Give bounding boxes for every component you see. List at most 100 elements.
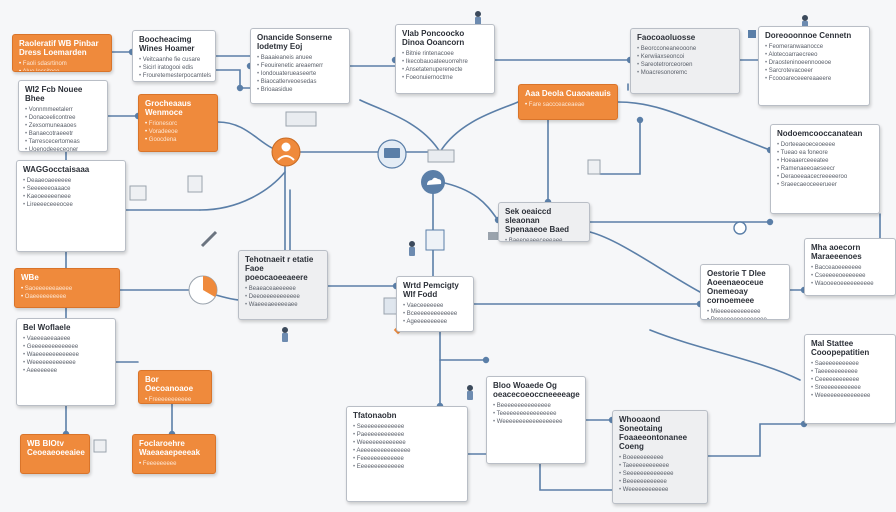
node-bullet-line: Mieeeeeeeeeeeee [707, 308, 783, 316]
node-title: Foclaroehre Waeaeaepeeeak [139, 439, 201, 457]
node-card[interactable]: Raoleratif WB Pinbar Dress LoemardenFaol… [12, 34, 112, 72]
box-icon [93, 439, 107, 453]
node-bullet-line: Brioaasidue [257, 86, 343, 94]
node-bullet-line: Hoeaaerceeeatee [777, 157, 873, 165]
node-card[interactable]: Tehotnaeit r etatie Faoe poeocaoeeaeereB… [238, 250, 328, 320]
node-bullet-line: Beeeeeeeeeeeeeee [493, 402, 579, 410]
node-bullet-line: Ramenaeeoaeseecr [777, 165, 873, 173]
node-card[interactable]: Whooaond Soneotaing Foaaeeontonanee Coen… [612, 410, 708, 504]
connector-line [707, 423, 805, 457]
node-card[interactable]: NodoemcooccanateanDorteeaeoeceoeeeeTueao… [770, 124, 880, 214]
node-bullet-line: Bceeeeeeeeeeeee [403, 310, 467, 318]
node-bullet-line: Vonnmmeetalerr [25, 106, 101, 114]
node-bullet-line: Eeeeeeeeeeeeee [353, 463, 461, 471]
square-marker-icon [748, 30, 756, 38]
square-marker-icon [488, 232, 498, 240]
node-title: Sek oeaiccd sleaonan Spenaaeoe Baed [505, 207, 570, 234]
gauge-icon [733, 221, 747, 235]
node-card[interactable]: Grocheaaus WenmoceFrionesorcVoradeeoeGoo… [138, 94, 218, 152]
person-head-icon [281, 142, 291, 152]
node-card[interactable]: Doreooonnoe CennetnFeomeranwaanocceAlote… [758, 26, 870, 106]
node-bullet-line: Weeeeeeeeeeeee [353, 439, 461, 447]
connector-line [589, 231, 701, 293]
person-figure-icon [282, 327, 288, 333]
node-bullet-line: Iondouaterueaseerte [257, 70, 343, 78]
tablet-icon [187, 175, 203, 193]
node-title: Oestorie T Dlee Aoeenaeoceue Onemeoay co… [707, 269, 766, 305]
node-bullet-line: Sraeecaeoceeerueer [777, 181, 873, 189]
node-bullet-line: Banaecotraeeetr [25, 130, 101, 138]
node-bullet-line: Waeeeaeeeeeaee [245, 301, 321, 309]
person-figure-icon [475, 11, 481, 17]
node-card[interactable]: TfatonaobnSeeeeeeeeeeeeePaeeeeeeeeeeeeWe… [346, 406, 468, 502]
node-bullet-line: Kerwiiaxseoncoi [637, 53, 733, 61]
node-bullet-line: Sreeeeeeeeeeee [811, 384, 889, 392]
node-bullet-line: Beeeeeeeeeeee [619, 478, 701, 486]
node-bullet-line: Seeeeeeeeeeeee [353, 423, 461, 431]
connector-line [617, 101, 771, 151]
node-title: Whooaond Soneotaing Foaaeeontonanee Coen… [619, 415, 688, 451]
node-card[interactable]: Bor OecoanoaoeFreeeeeeeeeee [138, 370, 212, 404]
node-bullet-line: Uoenodeeeceoner [25, 146, 101, 151]
node-bullet-line: Veitcaanhe fie cusare [139, 56, 209, 64]
node-bullet-line: Deaaeoaeeeeee [23, 177, 119, 185]
node-card[interactable]: Vlab Poncoocko Dinoa OoancornBitnie rint… [395, 24, 495, 94]
node-card[interactable]: Oestorie T Dlee Aoeenaeoceue Onemeoay co… [700, 264, 790, 320]
node-bullet-line: Beorcconeaneooone [637, 45, 733, 53]
cloud-icon [427, 177, 442, 185]
node-bullet-line: Ageeeeeeeeee [403, 318, 467, 326]
node-bullet-line: Tarrescecertomeas [25, 138, 101, 146]
node-bullet-line: Frionesorc [145, 120, 211, 128]
connector-line [359, 99, 441, 153]
monitor-screen-icon [384, 148, 400, 158]
node-card[interactable]: Boocheacimg Wines HoamerVeitcaanhe fie c… [132, 30, 216, 82]
printer-icon [285, 111, 317, 127]
node-title: WBe [21, 273, 39, 282]
node-title: Tfatonaobn [353, 411, 397, 420]
node-card[interactable]: WI2 Fcb Nouee BheeVonnmmeetalerrDonaceel… [18, 80, 108, 152]
connector-line [539, 463, 641, 491]
node-bullet-line: Seeeeeeoaaace [23, 185, 119, 193]
node-bullet-line: Pereeeeeeeeeeeeee [707, 316, 783, 319]
person-figure-icon [467, 385, 473, 391]
node-card[interactable]: Aaa Deola CuaoaeauisFare saccceaceaeae [518, 84, 618, 120]
node-bullet-line: Zexsomuneaaoes [25, 122, 101, 130]
node-bullet-line: Saoeeeeeeaeeee [21, 285, 113, 293]
node-card[interactable]: WBeSaoeeeeeeaeeeeOaeeeeeeeeee [14, 268, 120, 308]
node-bullet-line: Feeeeeeeee [139, 460, 209, 468]
node-card[interactable]: WAGGocctaisaaaDeaaeoaeeeeeeSeeeeeeoaaace… [16, 160, 126, 252]
connector-line [439, 181, 499, 221]
node-card[interactable]: Onancide Sonserne Iodetmy EojBaaaieaneis… [250, 28, 350, 104]
node-bullet-line: Alotecoarraecreeo [765, 51, 863, 59]
node-bullet-line: Ansetatenuperenecte [402, 66, 488, 74]
connector-line [439, 101, 519, 153]
node-bullet-line: Bitnie rintenacoee [402, 50, 488, 58]
node-card[interactable]: WB BIOtv Ceoeaeoeeaiee [20, 434, 90, 474]
node-card[interactable]: FaocoaoluosseBeorcconeaneoooneKerwiiaxse… [630, 28, 740, 94]
node-card[interactable]: Sek oeaiccd sleaonan Spenaaeoe BaedBaeen… [498, 202, 590, 242]
node-card[interactable]: Mha aoecorn MaraeeenoesBacceaoeeeeeeeCse… [804, 238, 896, 296]
node-bullet-line: Bacceaoeeeeeee [811, 264, 889, 272]
node-card[interactable]: Bloo Woaede Og oeacecoeoccneeeeageBeeeee… [486, 376, 586, 464]
node-bullet-line: Seeeeeeeeeeeeee [619, 470, 701, 478]
pencil-icon [200, 230, 218, 248]
node-bullet-line: Cseeeeeoeeeeeee [811, 272, 889, 280]
node-bullet-line: Biaocatlerveoesedas [257, 78, 343, 86]
node-card[interactable]: Bel WoflaeleVaeeeaeeaaeeeGeeeeeeeeeeeeee… [16, 318, 116, 406]
node-bullet-line: Sarcrotevacoeer [765, 67, 863, 75]
node-card[interactable]: Wrtd Pemcigty Wlf FoddVaeceeeeeeeBceeeee… [396, 276, 474, 332]
node-bullet-line: Feouirenetic areaemerr [257, 62, 343, 70]
person-figure-body-icon [475, 17, 481, 26]
node-card[interactable]: Mal Stattee CooopepatitienSaeeeeeeeeeeeT… [804, 334, 896, 424]
node-bullet-line: Frouretemesterpocamtels [139, 72, 211, 80]
node-bullet-line: Kaeoeeeeeneee [23, 193, 119, 201]
node-title: Doreooonnoe Cennetn [765, 31, 852, 40]
node-bullet-line: Waooeeoeeeeeeeeee [811, 280, 889, 288]
node-bullet-line: Weeeeeeeeeeeee [23, 359, 109, 367]
node-title: Bel Woflaele [23, 323, 71, 332]
connector-line [649, 329, 801, 381]
node-card[interactable]: Foclaroehre WaeaeaepeeeakFeeeeeeeee [132, 434, 216, 474]
node-bullet-line: Dorteeaeoeceoeeee [777, 141, 873, 149]
node-bullet-line: Freeeeeeeeeee [145, 396, 205, 403]
node-title: WI2 Fcb Nouee Bhee [25, 85, 83, 103]
